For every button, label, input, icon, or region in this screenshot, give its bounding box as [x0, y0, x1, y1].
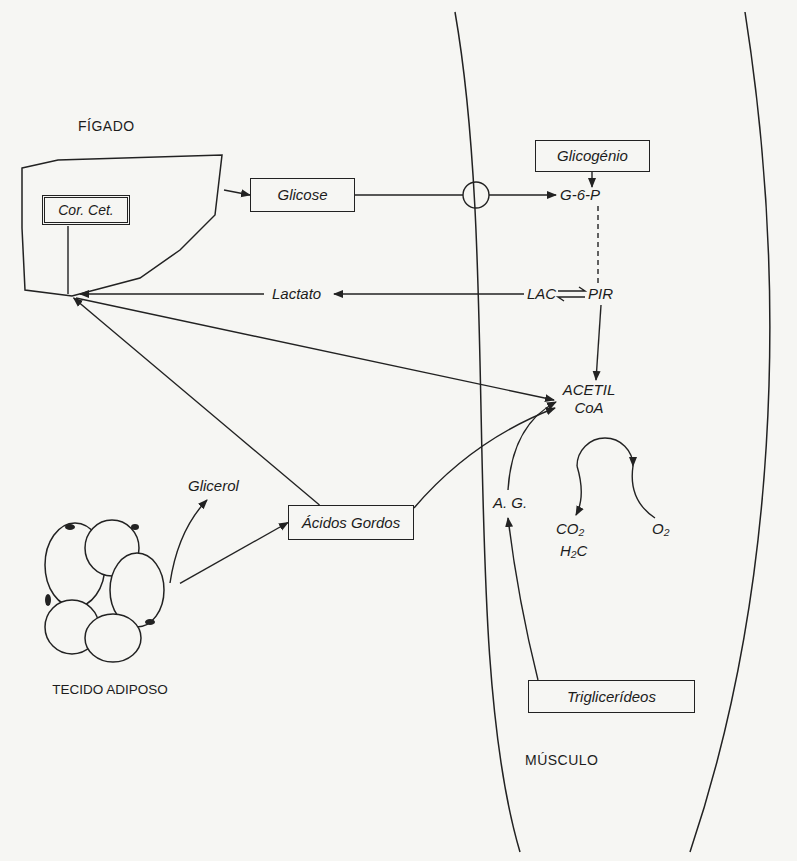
cell-nucleus [131, 524, 139, 530]
metabolite-label: ACETIL CoA [556, 381, 622, 417]
glycolysis-dashed-line [597, 206, 598, 283]
gas-label: O₂ [652, 520, 669, 538]
metabolite-label: G-6-P [560, 186, 600, 204]
adipose-tissue: TECIDO ADIPOSO [40, 515, 180, 700]
glucose-arrow [489, 194, 556, 195]
box-label: Triglicerídeos [567, 688, 656, 706]
metabolite-box: Glicogénio [535, 140, 650, 172]
liver-organ: FÍGADO Cor. Cet. [18, 118, 224, 298]
cell-nucleus [65, 524, 75, 530]
metabolite-label: A. G. [493, 494, 527, 512]
gas-label: H₂C [560, 542, 587, 560]
metabolite-label: Glicerol [188, 477, 239, 495]
glycerol-arrow [170, 500, 207, 583]
organ-name: MÚSCULO [525, 752, 599, 768]
flow-arrow [180, 523, 288, 584]
box-label: Glicose [277, 186, 327, 204]
equilibrium-arrow [558, 297, 585, 301]
fat-cell [45, 600, 99, 654]
box-label: Glicogénio [557, 147, 628, 165]
adipose-tissue-outline [40, 515, 180, 700]
muscle-cell-outline [430, 10, 790, 855]
pyruvate-arrow [596, 305, 601, 380]
o2-line [632, 466, 655, 518]
liver-outline [22, 155, 222, 296]
organ-name: FÍGADO [78, 118, 135, 134]
co2-arrow [576, 466, 581, 515]
fatty-acid-arrow [414, 408, 555, 508]
fat-cell [110, 553, 164, 627]
metabolite-box: Ácidos Gordos [288, 505, 414, 540]
equilibrium-arrow [558, 287, 585, 291]
flow-arrow [74, 298, 320, 505]
fat-cell [85, 614, 141, 662]
muscle-outline [455, 12, 520, 852]
box-label: Ácidos Gordos [302, 514, 400, 532]
metabolite-label: PIR [588, 285, 613, 303]
triglyceride-arrow [508, 518, 538, 680]
fatty-acid-arrow [508, 402, 556, 490]
gas-label: CO₂ [556, 520, 584, 538]
ketone-box: Cor. Cet. [42, 195, 130, 225]
muscle-cell: MÚSCULO GlicogénioTriglicerídeos [430, 10, 790, 855]
metabolite-label: LAC [527, 285, 556, 303]
metabolite-label: Lactato [272, 285, 321, 303]
transporter-circle [463, 182, 489, 208]
fat-cell [85, 520, 139, 576]
metabolite-box: Glicose [250, 178, 355, 212]
muscle-outline [690, 12, 770, 852]
glucose-line [355, 194, 463, 195]
metabolite-box: Triglicerídeos [528, 680, 695, 713]
flow-arrow [224, 190, 250, 195]
glycogen-arrow [591, 172, 592, 187]
liver-inner-line [67, 226, 68, 294]
ketone-arrow [76, 298, 554, 400]
cell-nucleus [145, 619, 155, 625]
box-label: Cor. Cet. [58, 201, 114, 219]
lactate-to-liver-arrow [80, 293, 264, 294]
fat-cell [45, 523, 105, 607]
lactate-arrow [334, 293, 524, 294]
krebs-cycle [577, 438, 633, 466]
cell-nucleus [45, 594, 51, 606]
organ-name: TECIDO ADIPOSO [40, 682, 180, 697]
